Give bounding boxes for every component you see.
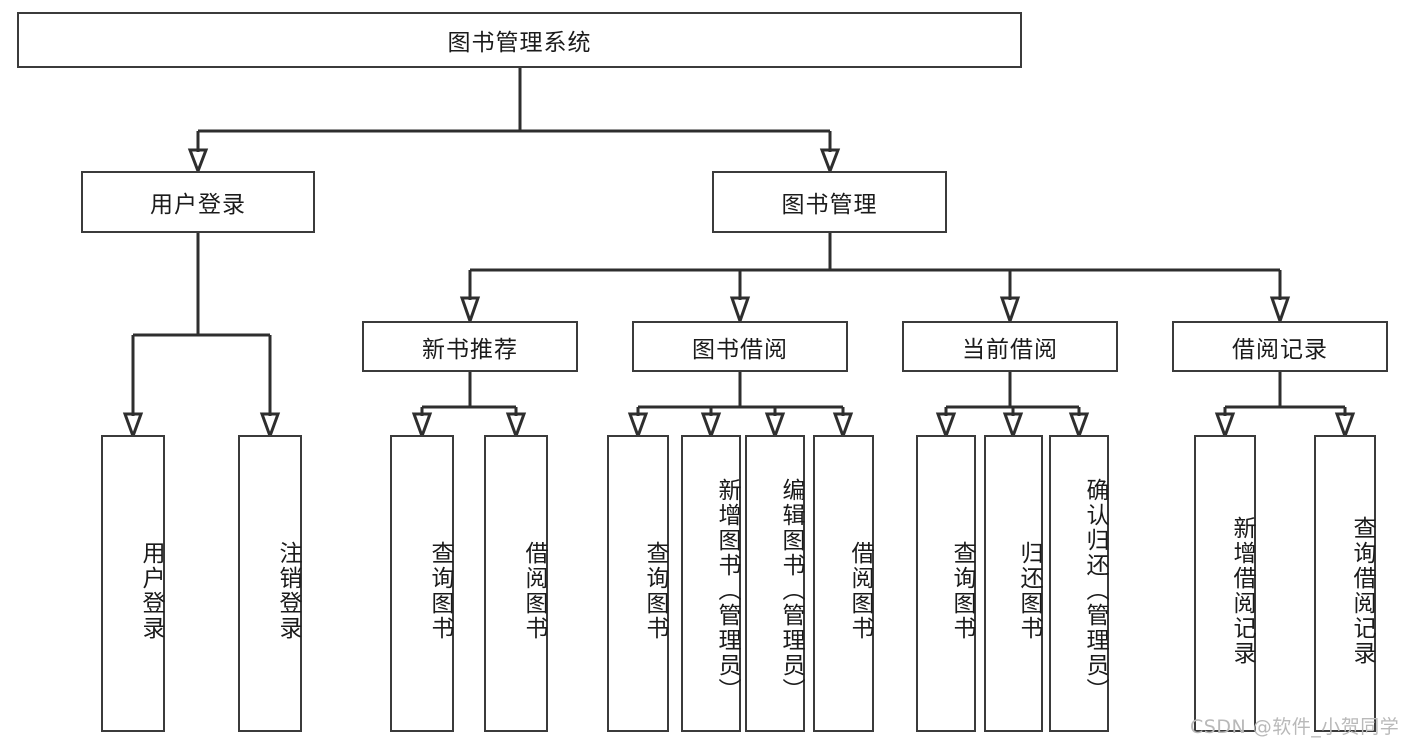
node-new-book-recommend[interactable]: 新书推荐 — [362, 321, 578, 372]
arrowhead-current-borrow — [999, 296, 1021, 326]
leaf-br-query-record[interactable]: 查询借阅记录 — [1314, 435, 1376, 732]
leaf-logout-label: 注销登录 — [275, 540, 301, 641]
arrowhead-br-leaf2 — [1334, 412, 1356, 441]
node-book-borrow[interactable]: 图书借阅 — [632, 321, 848, 372]
leaf-nb-query-book[interactable]: 查询图书 — [390, 435, 454, 732]
leaf-logout[interactable]: 注销登录 — [238, 435, 302, 732]
arrowhead-nb-leaf2 — [505, 412, 527, 441]
leaf-br-add-record-label: 新增借阅记录 — [1229, 515, 1255, 666]
node-user-login[interactable]: 用户登录 — [81, 171, 315, 233]
arrowhead-cb-leaf2 — [1002, 412, 1024, 441]
leaf-bb-query-book[interactable]: 查询图书 — [607, 435, 669, 732]
leaf-cb-return-book-label: 归还图书 — [1016, 540, 1042, 641]
leaf-cb-return-book[interactable]: 归还图书 — [984, 435, 1043, 732]
leaf-cb-query-book[interactable]: 查询图书 — [916, 435, 976, 732]
arrowhead-bb-leaf3 — [764, 412, 786, 441]
node-current-borrow-label: 当前借阅 — [962, 336, 1058, 363]
leaf-user-login[interactable]: 用户登录 — [101, 435, 165, 732]
leaf-bb-edit-book[interactable]: 编辑图书（管理员） — [745, 435, 805, 732]
leaf-br-add-record[interactable]: 新增借阅记录 — [1194, 435, 1256, 732]
leaf-nb-borrow-book-label: 借阅图书 — [521, 540, 547, 641]
leaf-nb-query-book-label: 查询图书 — [427, 540, 453, 641]
arrowhead-bb-leaf2 — [700, 412, 722, 441]
leaf-cb-confirm-return[interactable]: 确认归还（管理员） — [1049, 435, 1109, 732]
leaf-bb-borrow-book-label: 借阅图书 — [847, 540, 873, 641]
node-new-book-recommend-label: 新书推荐 — [422, 336, 518, 363]
leaf-cb-confirm-return-label: 确认归还（管理员） — [1082, 478, 1108, 703]
arrowhead-cb-leaf3 — [1068, 412, 1090, 441]
arrowhead-bb-leaf4 — [832, 412, 854, 441]
node-borrow-record[interactable]: 借阅记录 — [1172, 321, 1388, 372]
node-book-management[interactable]: 图书管理 — [712, 171, 947, 233]
node-root[interactable]: 图书管理系统 — [17, 12, 1022, 68]
leaf-user-login-label: 用户登录 — [138, 540, 164, 641]
arrowhead-book-borrow — [729, 296, 751, 326]
leaf-bb-edit-book-label: 编辑图书（管理员） — [778, 478, 804, 703]
node-book-management-label: 图书管理 — [781, 192, 878, 218]
leaf-bb-add-book-label: 新增图书（管理员） — [714, 478, 740, 703]
arrowhead-cb-leaf1 — [935, 412, 957, 441]
arrowhead-bb-leaf1 — [627, 412, 649, 441]
node-root-label: 图书管理系统 — [447, 30, 592, 56]
leaf-bb-add-book[interactable]: 新增图书（管理员） — [681, 435, 741, 732]
node-borrow-record-label: 借阅记录 — [1232, 336, 1328, 363]
arrowhead-leaf-user-login — [122, 412, 144, 441]
arrowhead-br-leaf1 — [1214, 412, 1236, 441]
leaf-cb-query-book-label: 查询图书 — [949, 540, 975, 641]
arrowhead-new-book — [459, 296, 481, 326]
node-current-borrow[interactable]: 当前借阅 — [902, 321, 1118, 372]
arrowhead-user-login — [187, 148, 209, 176]
node-book-borrow-label: 图书借阅 — [692, 336, 788, 363]
node-user-login-label: 用户登录 — [150, 192, 246, 218]
arrowhead-book-mgmt — [819, 148, 841, 176]
arrowhead-leaf-logout — [259, 412, 281, 441]
csdn-watermark: CSDN @软件_小贺同学 — [1190, 716, 1400, 738]
arrowhead-nb-leaf1 — [411, 412, 433, 441]
leaf-bb-query-book-label: 查询图书 — [642, 540, 668, 641]
arrowhead-borrow-record — [1269, 296, 1291, 326]
leaf-br-query-record-label: 查询借阅记录 — [1349, 515, 1375, 666]
leaf-bb-borrow-book[interactable]: 借阅图书 — [813, 435, 874, 732]
leaf-nb-borrow-book[interactable]: 借阅图书 — [484, 435, 548, 732]
